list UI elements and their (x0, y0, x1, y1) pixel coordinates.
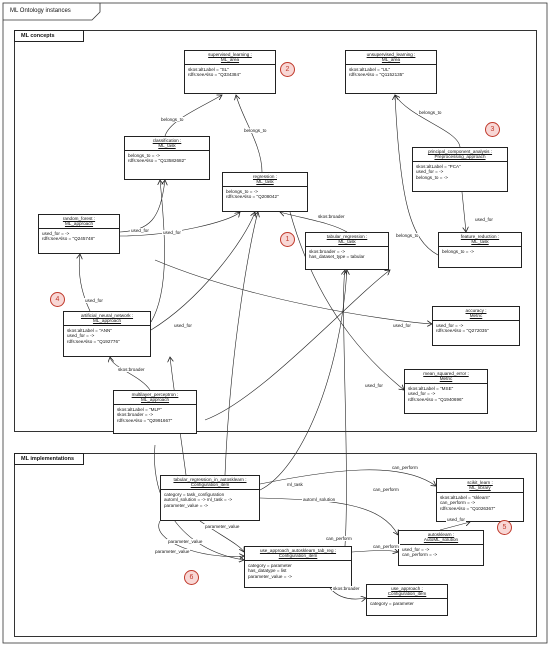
edge-label-used-for-pca: used_for (474, 217, 494, 222)
edge-accuracy-classification (154, 259, 432, 324)
frame-ml-concepts (14, 30, 537, 432)
frame-ml-implementations (14, 453, 537, 637)
connector-lines (79, 95, 470, 599)
edge-tabular-regression-regression (280, 212, 348, 233)
box-scikit-learn[interactable]: scikit_learn :ML_library skos:altLabel =… (436, 478, 524, 522)
badge-3: 3 (485, 122, 500, 137)
frame-ml-implementations-title: ML implementations (14, 453, 84, 465)
edge-label-used-for-autosklearn: used_for (446, 517, 466, 522)
edge-label-used-for-ann: used_for (84, 298, 104, 303)
badge-6: 6 (184, 570, 199, 585)
box-mean-squared-error[interactable]: mean_squared_error :Metric skos:altLabel… (404, 369, 488, 414)
edge-label-used-for-accuracy: used_for (392, 323, 412, 328)
edge-label-parameter-value-1: parameter_value (204, 524, 241, 529)
edge-autosklearn-sklearn (439, 522, 470, 531)
edge-can-perform-sklearn (259, 469, 436, 486)
title-tab-outline (3, 3, 101, 21)
box-classification[interactable]: classification :ML_task belongs_to = ->r… (124, 136, 210, 180)
edge-label-belongs-to-4: belongs_to (395, 233, 420, 238)
edge-label-can-perform-1: can_perform (391, 465, 419, 470)
edge-mltask-tabular (259, 270, 347, 491)
box-random-forest[interactable]: random_forest :ML_approach used_for = ->… (38, 214, 120, 254)
edge-label-belongs-to-3: belongs_to (418, 110, 443, 115)
edge-rf-regression (119, 212, 240, 237)
edge-ann-classification (150, 180, 165, 323)
edge-label-skos-broader-3: skos:broader (332, 586, 361, 591)
box-tabular-regression[interactable]: tabular_regression :ML_task skos:broader… (305, 232, 389, 270)
diagram-title: ML Ontology instances (10, 8, 71, 14)
edge-feature-reduction-unsupervised (395, 95, 439, 256)
edge-label-belongs-to-1: belongs_to (160, 117, 185, 122)
edge-rf-classification (119, 180, 165, 233)
box-supervised-learning[interactable]: supervised_learning :ML_area skos:altLab… (184, 50, 276, 94)
box-multilayer-perceptron[interactable]: multilayer_perceptron :ML_approach skos:… (113, 390, 197, 434)
edge-can-perform-autosklearn (351, 551, 398, 553)
edge-label-parameter-value-2: parameter_value (167, 539, 204, 544)
edge-automl-solution (259, 497, 398, 535)
edge-label-ml-task: ml_task (286, 482, 304, 487)
box-accuracy[interactable]: accuracy :Metric used_for = ->rdfs:seeAl… (432, 306, 520, 346)
box-tabular-regression-autosklearn[interactable]: tabular_regression_in_autosklearn :Confi… (160, 475, 260, 521)
edge-label-used-for-2: used_for (162, 230, 182, 235)
box-use-approach-autosklearn-tab-reg[interactable]: use_approach_autosklearn_tab_reg :Config… (244, 546, 352, 588)
box-use-approach[interactable]: use_approach :Configuration_item categor… (366, 584, 448, 616)
box-feature-reduction[interactable]: feature_reduction :ML_task belongs_to = … (438, 232, 522, 268)
edge-label-automl-solution: automl_solution (302, 497, 337, 502)
edge-use-approach-tab-tabular (344, 270, 347, 547)
edge-ann-regression (150, 212, 255, 331)
edge-label-belongs-to-2: belongs_to (243, 128, 268, 133)
box-artificial-neural-network[interactable]: artificial_neural_network :ML_approach s… (63, 311, 151, 357)
frame-ml-concepts-title: ML concepts (14, 30, 84, 42)
edge-tabreg-regression (224, 212, 258, 476)
edge-classification-supervised (164, 95, 222, 137)
badge-4: 4 (50, 292, 65, 307)
box-unsupervised-learning[interactable]: unsupervised_learning :ML_area skos:altL… (345, 50, 437, 94)
badge-1: 1 (280, 232, 295, 247)
edge-label-used-for-ann-2: used_for (173, 323, 193, 328)
box-autosklearn[interactable]: autosklearn :AutoML_solution used_for = … (398, 530, 484, 566)
edge-ann-rf (79, 254, 91, 312)
edge-label-skos-broader-2: skos:broader (117, 367, 146, 372)
edge-pca-unsupervised (395, 95, 461, 148)
badge-5: 5 (497, 520, 512, 535)
edge-label-used-for-rf: used_for (130, 228, 150, 233)
edge-label-parameter-value-3: parameter_value (154, 549, 191, 554)
box-pca[interactable]: principal_component_analysis :Preprocess… (412, 147, 508, 192)
edge-label-can-perform-3: can_perform (325, 536, 353, 541)
edge-label-skos-broader-1: skos:broader (317, 214, 346, 219)
edge-pca-feature-reduction (461, 191, 466, 232)
edge-mse-regression (289, 211, 404, 390)
edge-label-can-perform-4: can_perform (372, 544, 400, 549)
edge-param-value-2 (158, 520, 244, 557)
edge-label-can-perform-2: can_perform (372, 487, 400, 492)
edge-mlp-tabular (204, 270, 390, 421)
edge-mlp-ann (110, 357, 151, 391)
edge-label-used-for-mse: used_for (364, 383, 384, 388)
box-regression[interactable]: regression :ML_task belongs_to = ->rdfs:… (222, 172, 308, 212)
badge-2: 2 (280, 62, 295, 77)
